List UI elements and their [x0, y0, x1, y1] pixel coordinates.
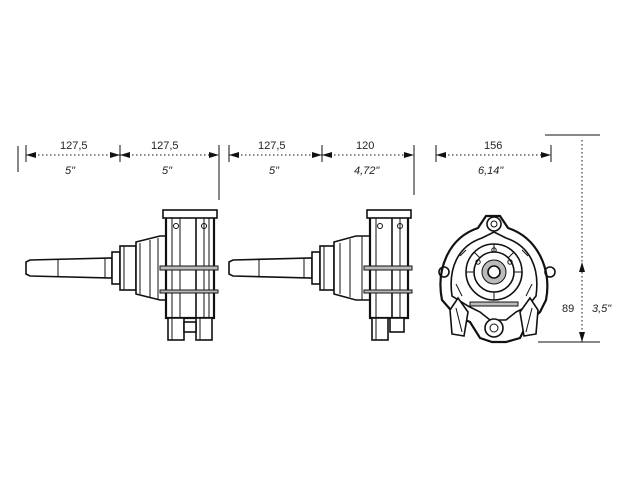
dim-6-mm: 89	[562, 303, 574, 315]
dim-3-inch: 5"	[269, 165, 280, 177]
dim-6-inch: 3,5"	[592, 303, 612, 315]
dim-1-inch: 5"	[65, 165, 76, 177]
dim-1-mm: 127,5	[60, 140, 88, 152]
side-view-2	[228, 209, 413, 341]
dimension-lines	[17, 134, 600, 343]
dim-4-mm: 120	[356, 140, 374, 152]
front-view	[438, 214, 556, 344]
dim-3-mm: 127,5	[258, 140, 286, 152]
dim-2-inch: 5"	[162, 165, 173, 177]
dim-5-mm: 156	[484, 140, 502, 152]
side-view-1	[25, 209, 219, 341]
dim-2-mm: 127,5	[151, 140, 179, 152]
dim-5-inch: 6,14"	[478, 165, 504, 177]
dim-4-inch: 4,72"	[354, 165, 380, 177]
